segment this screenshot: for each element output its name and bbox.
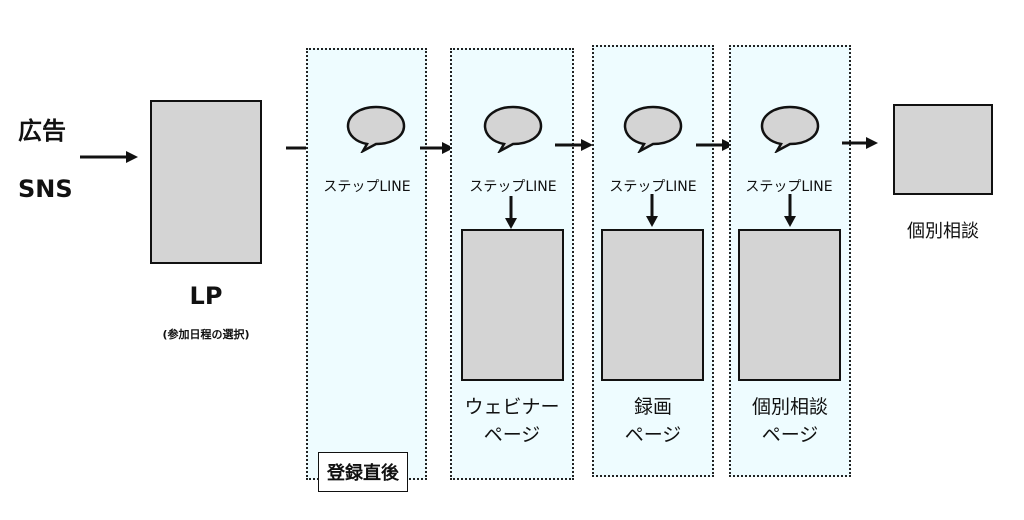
step-line-label: ステップLINE [323,179,411,195]
consultation-box [893,104,993,195]
arrow-down-icon [504,196,518,230]
arrow-right-icon [696,136,736,154]
speech-bubble-icon [759,103,821,153]
webinar-page-label-line1: ウェビナー [464,396,560,418]
recording-page-label-line1: 録画 [633,396,672,418]
source-ad-label: 広告 [18,117,66,145]
webinar-page-label-line2: ページ [483,424,541,446]
recording-page-label-line2: ページ [624,424,682,446]
webinar-page-box [461,229,564,381]
speech-bubble-icon [482,103,544,153]
lp-page-box [150,100,262,264]
speech-bubble-icon [345,103,407,153]
consultation-label: 個別相談 [907,221,979,242]
arrow-right-icon [420,139,456,157]
consultation-page-label-line2: ページ [761,424,819,446]
consultation-page-box [738,229,841,381]
arrow-right-icon [80,148,140,166]
arrow-down-icon [645,194,659,228]
arrow-down-icon [783,194,797,228]
arrow-right-icon [555,136,595,154]
lp-title: LP [189,282,223,310]
arrow-right-icon [842,134,880,152]
speech-bubble-icon [622,103,684,153]
recording-page-box [601,229,704,381]
source-sns-label: SNS [18,175,73,203]
lp-subtitle: (参加日程の選択) [162,328,250,341]
consultation-page-label-line1: 個別相談 [751,396,828,418]
step-line-label: ステップLINE [609,179,697,195]
step-line-label: ステップLINE [469,179,557,195]
step-line-label: ステップLINE [745,179,833,195]
registration-tag: 登録直後 [318,452,408,492]
